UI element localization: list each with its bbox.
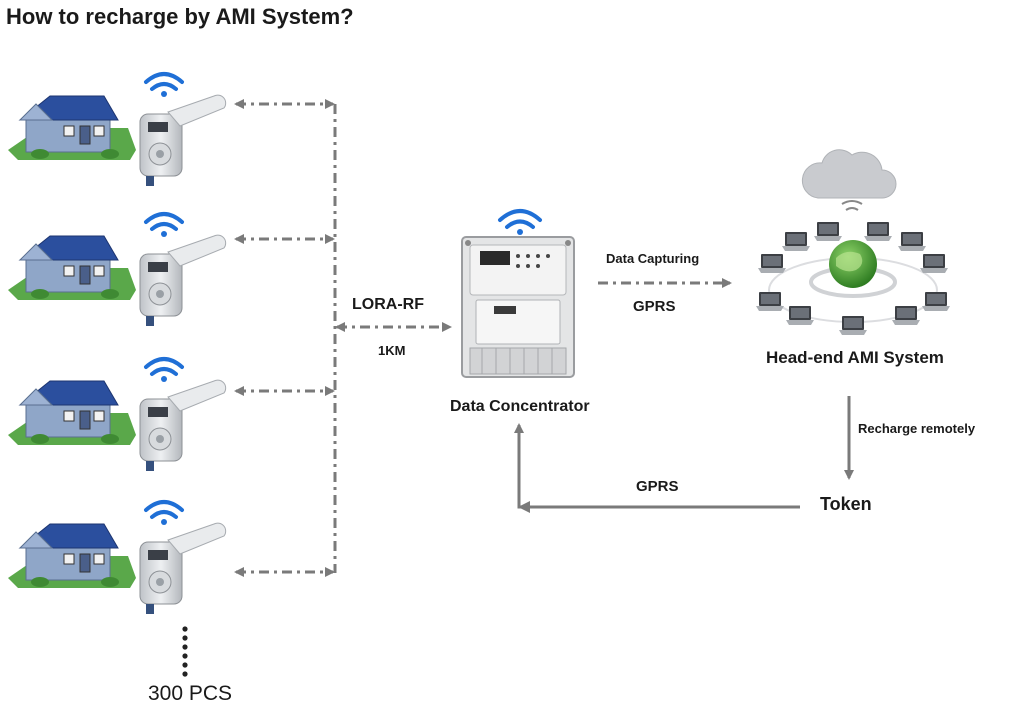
cloud-icon: [801, 149, 897, 199]
gprs-uplink-label: GPRS: [633, 298, 676, 315]
laptop-ring: [756, 222, 950, 335]
laptop-icon: [782, 232, 810, 251]
laptop-icon: [864, 222, 892, 241]
recharge-remotely-label: Recharge remotely: [858, 421, 976, 436]
house-icon: [8, 235, 136, 300]
laptop-icon: [786, 306, 814, 325]
water-meter-icon: [139, 522, 227, 614]
gprs-down-arrowhead: [518, 501, 530, 513]
more-meters-dots: [182, 626, 188, 677]
quantity-label: 300 PCS: [148, 682, 233, 705]
data-concentrator-label: Data Concentrator: [450, 398, 590, 415]
water-meter-icon: [139, 379, 227, 471]
laptop-icon: [892, 306, 920, 325]
laptop-icon: [922, 292, 950, 311]
head-end-label: Head-end AMI System: [766, 348, 944, 367]
wifi-signal-icon: [144, 357, 184, 382]
wifi-signal-icon: [144, 212, 184, 237]
house-icon: [8, 380, 136, 445]
laptop-icon: [814, 222, 842, 241]
page-title: How to recharge by AMI System?: [6, 4, 354, 29]
data-concentrator-icon: [461, 209, 575, 378]
meter-row-4: [8, 500, 227, 614]
gprs-downlink-label: GPRS: [636, 478, 679, 495]
head-end-system-icon: [756, 149, 950, 335]
laptop-icon: [756, 292, 784, 311]
data-capturing-label: Data Capturing: [606, 251, 700, 266]
water-meter-icon: [139, 94, 227, 186]
laptop-icon: [839, 316, 867, 335]
token-label: Token: [820, 494, 872, 514]
meter-row-1: [8, 72, 227, 186]
wifi-signal-icon: [144, 72, 184, 97]
water-meter-icon: [139, 234, 227, 326]
meter-row-3: [8, 357, 227, 471]
laptop-icon: [898, 232, 926, 251]
laptop-icon: [920, 254, 948, 273]
wifi-signal-icon: [144, 500, 184, 525]
distance-label: 1KM: [378, 343, 406, 358]
meter-row-2: [8, 212, 227, 326]
house-icon: [8, 95, 136, 160]
laptop-icon: [758, 254, 786, 273]
house-icon: [8, 523, 136, 588]
lora-rf-label: LORA-RF: [352, 296, 424, 313]
globe-network-icon: [829, 240, 877, 288]
